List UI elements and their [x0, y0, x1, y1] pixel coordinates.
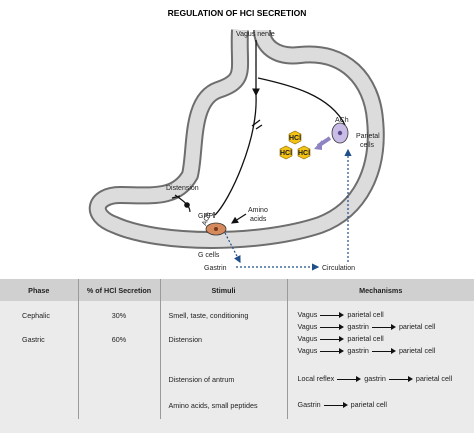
parietal-cells-label-1: Parietal [356, 133, 380, 140]
hcl-label: HCl [298, 150, 310, 157]
hcl-label: HCl [289, 135, 301, 142]
g-cells-label: G cells [198, 252, 220, 259]
right-arrow-icon [320, 324, 345, 330]
right-arrow-icon [388, 376, 413, 382]
amino-acids-label-2: acids [250, 216, 267, 223]
stomach-diagram: REGULATION OF HCl SECRETION Vagus nerve … [88, 8, 385, 272]
table-row: Amino acids, small peptides Gastrin pariet… [0, 399, 474, 419]
mechanism-step: Vagus [297, 310, 318, 319]
right-arrow-icon [320, 312, 345, 318]
circulation-label: Circulation [322, 265, 355, 272]
cell-percent: 30% [77, 301, 160, 333]
header-mechanisms: Mechanisms [286, 279, 474, 301]
parietal-cell-nucleus [337, 130, 343, 136]
mechanism-step: Vagus [297, 334, 318, 343]
right-arrow-icon [323, 402, 348, 408]
mechanism-step: parietal cell [347, 310, 384, 319]
table-row: Distension of antrum Local reflex gastrin p… [0, 373, 474, 399]
mechanism-step: Vagus [297, 322, 318, 331]
distension-label: Distension [166, 185, 199, 192]
hcl-label: HCl [280, 150, 292, 157]
cell-stimuli: Distension of antrum [159, 373, 287, 399]
mechanism-step: Vagus [297, 346, 318, 355]
cell-phase [0, 373, 78, 399]
hcl-molecule [279, 145, 293, 160]
right-arrow-icon [320, 336, 345, 342]
amino-acids-arrow [230, 213, 247, 224]
cell-phase [0, 399, 78, 419]
ach-bottom-label: ACh [201, 211, 212, 226]
right-arrow-icon [371, 348, 396, 354]
mechanism-step: gastrin [347, 322, 369, 331]
right-arrow-icon [371, 324, 396, 330]
cell-stimuli: Amino acids, small peptides [159, 399, 287, 419]
grp-label: GRP [198, 213, 214, 220]
gastrin-label: Gastrin [204, 265, 227, 272]
mechanism-chain: Gastrin parietal cell [298, 399, 474, 411]
mechanism-step: parietal cell [347, 334, 384, 343]
gastrin-pathway [224, 148, 352, 271]
mechanism-chain: Vagus gastrin parietal cell [298, 321, 474, 333]
amino-acids-label-1: Amino [248, 207, 268, 214]
vagus-nerve-label: Vagus nerve [236, 31, 275, 38]
right-arrow-icon [337, 376, 362, 382]
mechanism-chain: Vagus parietal cell [298, 333, 474, 345]
mechanism-step: Gastrin [297, 400, 321, 409]
table-header-row: Phase % of HCl Secretion Stimuli Mechani… [0, 279, 474, 301]
cell-stimuli: Distension [159, 333, 287, 373]
header-stimuli: Stimuli [159, 279, 287, 301]
cell-percent: 60% [77, 333, 160, 373]
mechanism-step: parietal cell [398, 322, 436, 331]
hcl-secretion-table: Phase % of HCl Secretion Stimuli Mechani… [0, 279, 474, 433]
mechanism-chain: Vagus parietal cell [298, 309, 474, 321]
right-arrow-icon [320, 348, 345, 354]
mechanism-step: Local reflex [297, 374, 335, 383]
distension-reflex [171, 194, 191, 213]
vagus-nerve [214, 40, 346, 216]
diagram-title: REGULATION OF HCl SECRETION [168, 8, 307, 18]
cell-percent [77, 399, 160, 419]
mechanism-step: parietal cell [350, 400, 388, 409]
mechanism-step: parietal cell [398, 346, 436, 355]
mechanism-chain: Vagus gastrin parietal cell [298, 345, 474, 357]
cell-phase: Cephalic [22, 311, 50, 320]
header-percent: % of HCl Secretion [77, 279, 160, 301]
hcl-molecules: HCl HCl HCl [279, 130, 311, 160]
hcl-molecule [288, 130, 302, 145]
cell-mechanisms: Local reflex gastrin parietal cell [286, 373, 474, 399]
ach-top-label: ACh [335, 117, 349, 124]
cell-mechanisms: Gastrin parietal cell [286, 399, 474, 419]
parietal-cells-label-2: cells [360, 142, 375, 149]
cell-percent [77, 373, 160, 399]
stomach-wall [88, 29, 385, 249]
mechanism-step: gastrin [347, 346, 369, 355]
mechanism-step: gastrin [364, 374, 386, 383]
hcl-molecule [297, 145, 311, 160]
cell-phase: Gastric [22, 335, 45, 344]
mechanism-chain: Local reflex gastrin parietal cell [298, 373, 474, 385]
cell-stimuli: Smell, taste, conditioning [159, 301, 287, 333]
mechanism-step: parietal cell [415, 374, 453, 383]
header-phase: Phase [0, 279, 78, 301]
